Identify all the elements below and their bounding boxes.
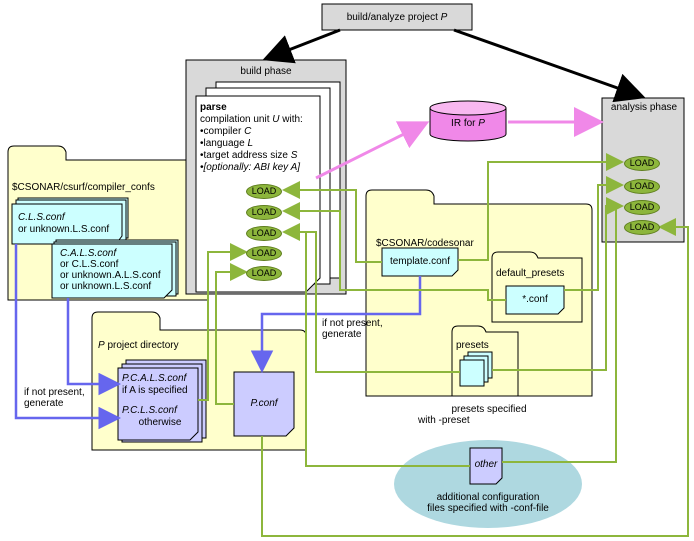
- build-load-3: LOAD: [246, 226, 282, 241]
- blue-template-to-pconf: [250, 276, 422, 373]
- arrow-top-to-build: [262, 28, 341, 64]
- presets-files: [459, 359, 485, 387]
- star-conf-label: *.conf: [522, 294, 548, 305]
- cals-conf-file: [51, 243, 173, 299]
- project-cals-line2: if A is specified: [122, 385, 188, 396]
- build-phase-title: build phase: [240, 66, 292, 77]
- parse-title: parse: [200, 102, 227, 113]
- bullet-compiler: •compiler C: [200, 126, 252, 137]
- cals-conf-line4: or unknown.L.S.conf: [60, 281, 152, 292]
- compiler-confs-label: $CSONAR/csurf/compiler_confs: [12, 182, 155, 193]
- other-file: [469, 447, 503, 485]
- green-star-to-build-load2: [282, 202, 506, 301]
- other-caption-2: files specified with -conf-file: [427, 503, 549, 514]
- other-label: other: [474, 459, 498, 470]
- cls-conf-line2: or unknown.L.S.conf: [18, 224, 110, 235]
- bullet-abi-key: •[optionally: ABI key A]: [200, 162, 301, 173]
- top-box-label: build/analyze project P: [346, 12, 448, 23]
- arrow-top-to-analysis: [453, 28, 646, 103]
- green-template-to-analysis-load1: [458, 153, 624, 261]
- presets-caption-1: presets specified: [451, 404, 527, 415]
- build-load-1: LOAD: [246, 184, 282, 199]
- generate-note-2-line1: if not present,: [322, 318, 383, 329]
- pconf-label: P.conf: [250, 398, 278, 409]
- star-conf-file: [505, 285, 565, 315]
- green-presets-to-analysis-load3: [492, 197, 624, 371]
- bullet-target-size: •target address size S: [200, 150, 298, 161]
- analysis-load-4: LOAD: [624, 220, 660, 235]
- project-cals-line4: otherwise: [138, 417, 182, 428]
- build-load-2: LOAD: [246, 205, 282, 220]
- presets-label: presets: [456, 340, 489, 351]
- codesonar-folder: [365, 189, 593, 397]
- cls-conf-line1: C.L.S.conf: [18, 212, 65, 223]
- arrow-parse-to-ir: [315, 121, 430, 180]
- unit-line: compilation unit U with:: [200, 114, 303, 125]
- blue-cls-to-pcls: [14, 244, 121, 430]
- cals-conf-line2: or C.L.S.conf: [60, 259, 119, 270]
- top-box-bg: [321, 3, 473, 31]
- pconf-file: [233, 371, 295, 437]
- ir-label: IR for P: [451, 118, 485, 129]
- green-pconf-to-build-load5: [215, 263, 248, 405]
- template-conf-label: template.conf: [389, 256, 451, 267]
- build-load-5: LOAD: [246, 266, 282, 281]
- generate-note-1-line1: if not present,: [24, 387, 85, 398]
- blue-cals-to-pcals: [66, 298, 121, 396]
- green-other-to-build-load3: [305, 232, 470, 467]
- project-dir-label: P project directory: [98, 340, 179, 351]
- presets-caption-2: with -preset: [418, 415, 470, 426]
- analysis-load-2: LOAD: [624, 179, 660, 194]
- project-cals-line3: P.C.L.S.conf: [122, 405, 177, 416]
- build-load-4: LOAD: [246, 246, 282, 261]
- green-pcals-to-build-load4: [198, 243, 248, 401]
- green-template-to-build-load1: [282, 181, 382, 263]
- analysis-load-3: LOAD: [624, 200, 660, 215]
- codesonar-label: $CSONAR/codesonar: [376, 238, 474, 249]
- green-other-to-analysis-load3: [502, 206, 617, 463]
- template-conf-file: [381, 247, 459, 277]
- green-star-to-analysis-load2: [564, 176, 624, 291]
- default-presets-label: default_presets: [496, 268, 565, 279]
- cals-conf-line3: or unknown.A.L.S.conf: [60, 270, 161, 281]
- project-cals-line1: P.C.A.L.S.conf: [122, 373, 187, 384]
- generate-note-1-line2: generate: [24, 398, 64, 409]
- analysis-load-1: LOAD: [624, 156, 660, 171]
- analysis-phase-title: analysis phase: [610, 102, 678, 113]
- bullet-language: •language L: [200, 138, 253, 149]
- green-presets-to-build-load3: [282, 223, 460, 373]
- ir-cylinder: [429, 108, 507, 142]
- generate-note-2-line2: generate: [322, 329, 362, 340]
- green-pconf-to-analysis-load4: [261, 218, 689, 537]
- other-caption-1: additional configuration: [436, 492, 540, 503]
- cals-conf-line1: C.A.L.S.conf: [60, 248, 117, 259]
